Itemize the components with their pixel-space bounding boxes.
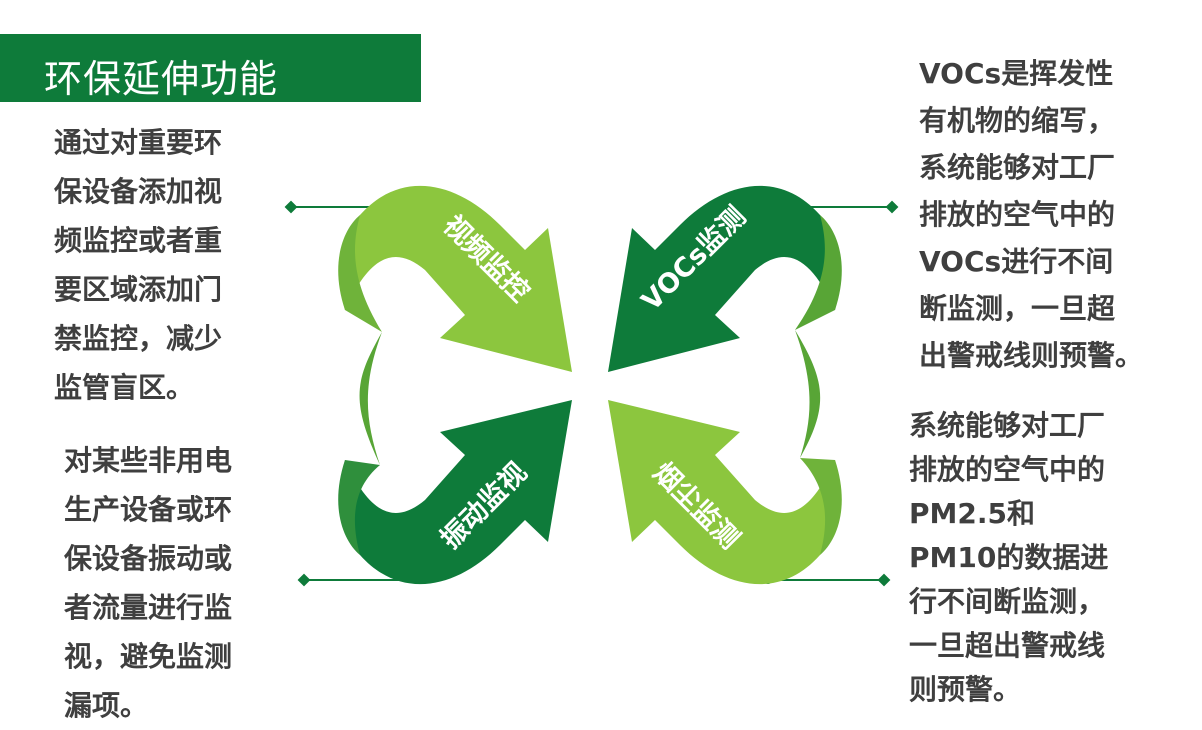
text-line: VOCs是挥发性 — [919, 57, 1114, 90]
arrow-bottom-right-tail — [800, 458, 842, 555]
inner-leaf-left — [359, 332, 382, 465]
arrow-top-left-tail — [338, 215, 382, 332]
text-line: 排放的空气中的 — [919, 198, 1116, 231]
text-line: 系统能够对工厂 — [909, 409, 1106, 442]
text-line: 监管盲区。 — [54, 371, 195, 404]
page-title: 环保延伸功能 — [44, 57, 279, 101]
text-line: 保设备添加视 — [54, 175, 223, 208]
text-line: PM10的数据进 — [909, 541, 1109, 574]
description-video-monitoring: 通过对重要环 保设备添加视 频监控或者重 要区域添加门 禁监控，减少 监管盲区。 — [54, 118, 222, 412]
arrow-top-left — [340, 185, 572, 372]
arrow-bottom-left — [340, 400, 572, 585]
description-dust-monitoring: 系统能够对工厂 排放的空气中的 PM2.5和 PM10的数据进 行不间断监测， … — [909, 404, 1108, 712]
text-line: PM2.5和 — [909, 497, 1035, 530]
text-line: VOCs进行不间 — [919, 245, 1114, 278]
arrow-bottom-left-tail — [338, 460, 380, 555]
text-line: 出警戒线则预警。 — [919, 339, 1144, 372]
text-line: 系统能够对工厂 — [919, 151, 1116, 184]
text-line: 通过对重要环 — [54, 126, 223, 159]
title-bar — [0, 34, 421, 102]
text-line: 有机物的缩写， — [919, 104, 1116, 137]
text-line: 漏项。 — [64, 689, 149, 722]
text-line: 生产设备或环 — [64, 493, 233, 526]
text-line: 一旦超出警戒线 — [909, 629, 1106, 662]
text-line: 排放的空气中的 — [909, 453, 1106, 486]
text-line: 者流量进行监 — [64, 591, 233, 624]
description-vocs-monitoring: VOCs是挥发性 有机物的缩写， 系统能够对工厂 排放的空气中的 VOCs进行不… — [919, 50, 1143, 379]
text-line: 要区域添加门 — [54, 273, 223, 306]
arrow-top-right — [608, 185, 840, 372]
text-line: 行不间断监测， — [909, 585, 1106, 618]
text-line: 视，避免监测 — [64, 640, 233, 673]
description-vibration-monitoring: 对某些非用电 生产设备或环 保设备振动或 者流量进行监 视，避免监测 漏项。 — [64, 436, 232, 730]
text-line: 断监测，一旦超 — [919, 292, 1116, 325]
text-line: 对某些非用电 — [64, 444, 233, 477]
arrow-top-right-tail — [795, 215, 842, 330]
text-line: 频监控或者重 — [54, 224, 223, 257]
arrow-bottom-right — [608, 400, 840, 585]
text-line: 则预警。 — [909, 673, 1022, 706]
text-line: 保设备振动或 — [64, 542, 233, 575]
text-line: 禁监控，减少 — [54, 322, 223, 355]
inner-leaf-right — [795, 330, 821, 458]
